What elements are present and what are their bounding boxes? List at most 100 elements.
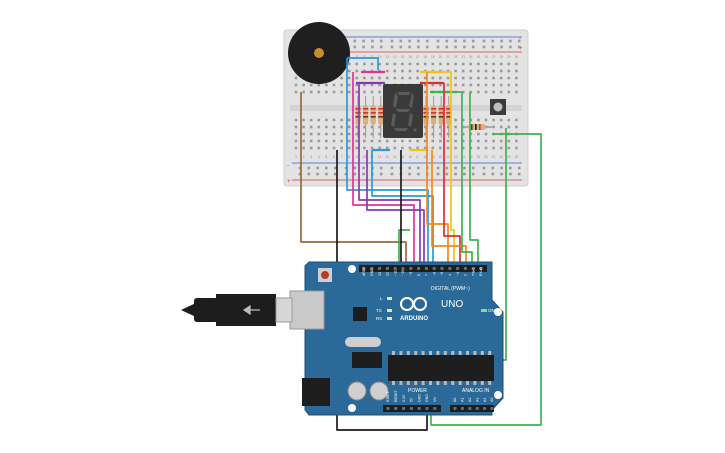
header-pin[interactable] [402, 407, 406, 410]
hole [423, 146, 427, 150]
resistor-band [446, 112, 452, 114]
chip-pin [406, 381, 410, 385]
header-pin[interactable] [463, 267, 467, 270]
header-pin[interactable] [471, 267, 475, 270]
hole [347, 76, 351, 80]
column-number: 10 [363, 55, 367, 59]
hole [309, 139, 313, 143]
rail-hole [298, 172, 302, 176]
breadboard-jumpers [356, 70, 454, 152]
hole [309, 125, 313, 129]
wire-green-gnd[interactable] [398, 229, 410, 266]
header-pin[interactable] [409, 407, 413, 410]
header-pin[interactable] [362, 267, 366, 270]
piezo-buzzer[interactable] [288, 22, 350, 84]
hole [370, 132, 374, 136]
header-pin[interactable] [483, 407, 487, 410]
column-number: 3 [310, 155, 312, 159]
column-number: 18 [423, 55, 427, 59]
header-pin[interactable] [417, 407, 421, 410]
hole [461, 76, 465, 80]
rail-hole [353, 172, 357, 176]
column-number: 6 [333, 155, 335, 159]
rail-hole [491, 166, 495, 170]
hole [378, 83, 381, 87]
wire-green-top[interactable] [454, 91, 473, 266]
wire-blue[interactable] [371, 150, 434, 266]
rail-hole [425, 39, 429, 43]
header-pin[interactable] [424, 267, 428, 270]
wire-brown-buzzer[interactable] [300, 92, 407, 266]
hole [401, 139, 404, 143]
pin-label: RX◂0 [479, 267, 483, 276]
chip-pin [421, 381, 425, 385]
wire-green-rail[interactable] [430, 133, 542, 426]
column-number: 13 [385, 155, 389, 159]
header-pin[interactable] [370, 267, 374, 270]
rail-hole [307, 166, 311, 170]
wire-pink[interactable] [352, 72, 415, 266]
wires [300, 57, 542, 431]
hole [416, 139, 419, 143]
wire-teal[interactable] [346, 57, 429, 266]
hole [370, 83, 374, 87]
header-pin[interactable] [409, 267, 413, 270]
header-pin[interactable] [456, 267, 460, 270]
top-rail-holes [298, 39, 521, 49]
hole [477, 83, 480, 87]
header-pin[interactable] [490, 407, 494, 410]
header-pin[interactable] [378, 267, 382, 270]
wire-yellow[interactable] [444, 71, 455, 266]
rail-hole [517, 166, 521, 170]
rail-hole [362, 172, 365, 176]
hole [507, 62, 511, 66]
header-pin[interactable] [440, 267, 444, 270]
header-pin[interactable] [460, 407, 464, 410]
header-pin[interactable] [448, 267, 452, 270]
usb-cable[interactable] [181, 294, 293, 326]
header-pin[interactable] [479, 267, 483, 270]
hole [469, 76, 473, 80]
header-pin[interactable] [432, 267, 436, 270]
rail-hole [454, 166, 457, 170]
header-pin[interactable] [393, 267, 397, 270]
hole [302, 90, 305, 94]
push-button[interactable] [490, 99, 506, 115]
hole [484, 62, 488, 66]
wire-red[interactable] [443, 83, 461, 266]
power-pin-holes [386, 407, 437, 410]
button-resistor[interactable] [462, 124, 492, 130]
header-pin[interactable] [386, 407, 390, 410]
hole [492, 62, 495, 66]
wire-green-button[interactable] [469, 92, 479, 266]
hole [492, 118, 495, 122]
header-pin[interactable] [433, 407, 437, 410]
header-pin[interactable] [394, 407, 398, 410]
hole [294, 118, 298, 122]
crystal [345, 337, 381, 347]
resistor-band [423, 116, 429, 118]
header-pin[interactable] [425, 407, 429, 410]
wire-purple[interactable] [358, 83, 421, 266]
wire-orange-2[interactable] [431, 150, 467, 266]
hole [461, 118, 465, 122]
hole [355, 62, 359, 66]
hole [423, 76, 427, 80]
header-pin[interactable] [417, 267, 421, 270]
header-pin[interactable] [385, 267, 389, 270]
hole [309, 118, 313, 122]
wire-orange[interactable] [426, 72, 449, 266]
hole [309, 146, 313, 150]
header-pin[interactable] [475, 407, 479, 410]
header-pin[interactable] [401, 267, 405, 270]
chip-pins [392, 351, 492, 385]
header-pin[interactable] [453, 407, 457, 410]
header-pin[interactable] [468, 407, 472, 410]
seven-segment-display[interactable] [383, 84, 423, 138]
hole [378, 125, 381, 129]
wire-purple-2[interactable] [366, 150, 425, 266]
